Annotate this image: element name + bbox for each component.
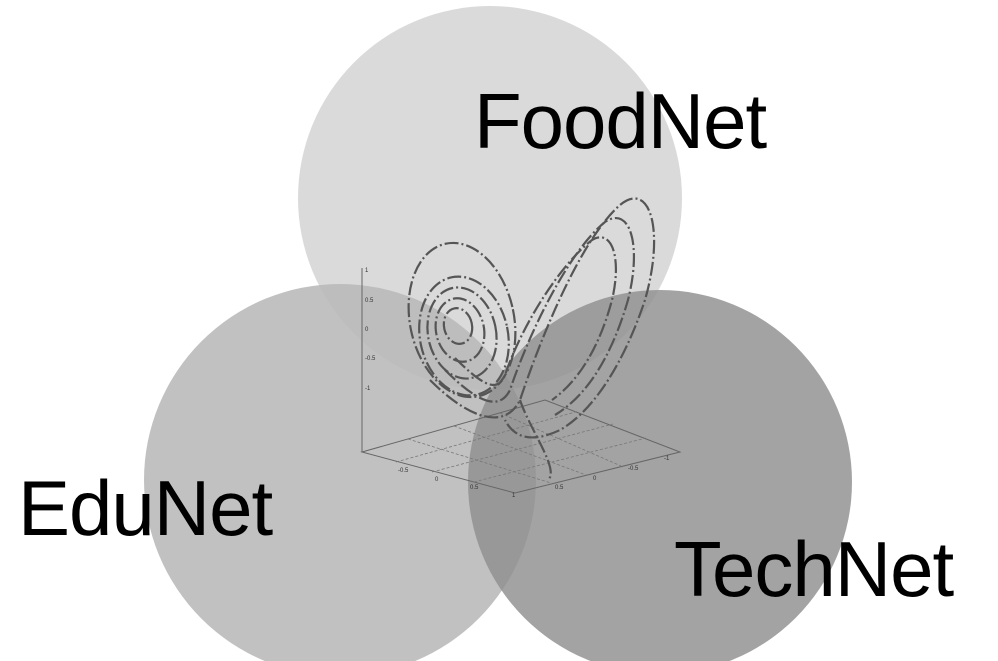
- z-tick-label: 0.5: [365, 298, 374, 304]
- y-tick-label: -0.5: [628, 466, 639, 472]
- z-tick-label: 0: [365, 327, 369, 333]
- z-tick-label: -0.5: [365, 356, 376, 362]
- foodnet-label: FoodNet: [474, 77, 767, 165]
- y-tick-label: 0: [593, 476, 597, 482]
- x-tick-label: 0: [435, 477, 439, 483]
- technet-circle: [468, 290, 852, 661]
- edunet-label: EduNet: [18, 464, 273, 552]
- x-tick-label: -0.5: [398, 468, 409, 474]
- attractor-plot-icon: 1 0.5 0 -0.5 -1 -0.5 0 0.5 1 0.5 0 -0.5 …: [360, 197, 682, 499]
- floor-grid: [360, 399, 682, 494]
- x-tick-label: 1: [512, 493, 516, 499]
- plot-tick-labels: 1 0.5 0 -0.5 -1 -0.5 0 0.5 1 0.5 0 -0.5 …: [365, 268, 670, 499]
- z-tick-label: -1: [365, 386, 371, 392]
- y-tick-label: -1: [664, 456, 670, 462]
- edunet-circle: [144, 284, 536, 661]
- y-tick-label: 0.5: [555, 485, 564, 491]
- z-tick-label: 1: [365, 268, 369, 274]
- attractor-trajectory: [407, 197, 656, 481]
- technet-label: TechNet: [674, 525, 954, 613]
- x-tick-label: 0.5: [470, 485, 479, 491]
